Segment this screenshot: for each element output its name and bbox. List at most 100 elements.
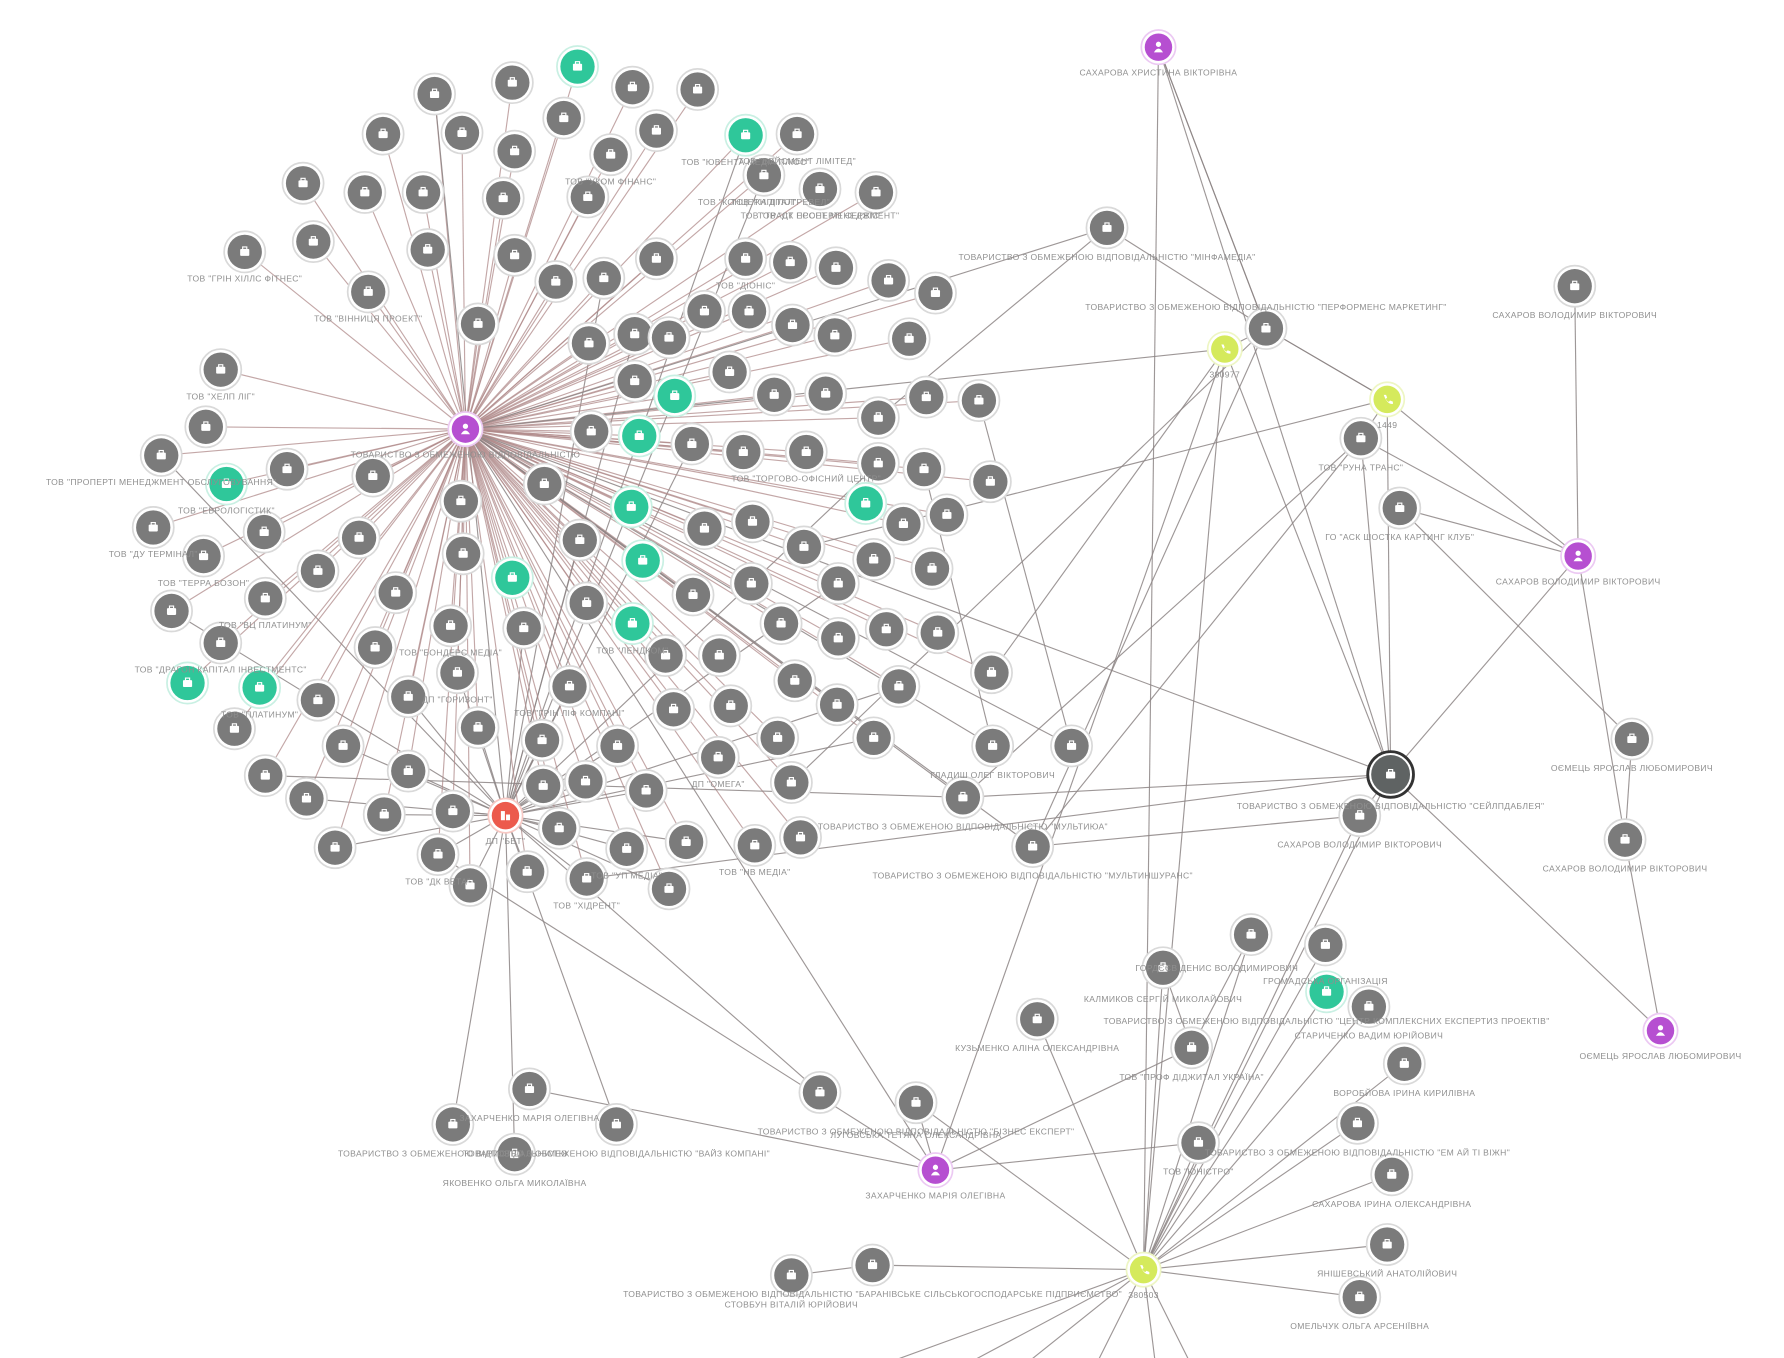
- company-node[interactable]: [647, 867, 691, 911]
- focus-node-hubD[interactable]: [1366, 750, 1415, 799]
- company-node-c25[interactable]: [851, 1243, 895, 1287]
- company-node-c9[interactable]: [1011, 825, 1055, 868]
- company-node[interactable]: [431, 789, 475, 833]
- company-node[interactable]: [664, 820, 708, 864]
- company-node[interactable]: [556, 45, 599, 89]
- person-node-p4[interactable]: [917, 1152, 954, 1189]
- company-node[interactable]: [798, 167, 842, 211]
- phone-node-y1[interactable]: [1206, 331, 1243, 368]
- company-node[interactable]: [386, 675, 430, 719]
- company-node[interactable]: [779, 815, 822, 859]
- company-node[interactable]: [166, 661, 209, 705]
- company-node[interactable]: [296, 549, 340, 593]
- company-node-c7[interactable]: [1610, 717, 1654, 761]
- company-node[interactable]: [864, 607, 908, 651]
- company-node[interactable]: [605, 827, 649, 871]
- company-node[interactable]: [904, 375, 948, 419]
- company-node[interactable]: [652, 687, 696, 731]
- company-node[interactable]: [815, 683, 859, 727]
- company-node[interactable]: [729, 562, 773, 605]
- company-node[interactable]: [582, 256, 626, 300]
- company-node[interactable]: [852, 716, 896, 760]
- company-node[interactable]: [542, 96, 586, 140]
- company-node[interactable]: [351, 454, 395, 498]
- company-node[interactable]: [374, 571, 418, 615]
- company-node[interactable]: [456, 706, 500, 750]
- company-node[interactable]: [429, 604, 473, 648]
- company-node[interactable]: [346, 270, 390, 314]
- company-node[interactable]: [925, 493, 969, 537]
- company-node[interactable]: [337, 516, 381, 560]
- company-node[interactable]: [353, 626, 397, 669]
- company-node[interactable]: [683, 289, 726, 333]
- company-node-c2[interactable]: [1244, 307, 1288, 350]
- company-node[interactable]: [816, 616, 860, 660]
- company-node[interactable]: [435, 651, 479, 695]
- company-node[interactable]: [970, 651, 1013, 695]
- company-node[interactable]: [566, 175, 610, 219]
- company-node[interactable]: [567, 321, 611, 365]
- company-node-c20[interactable]: [1335, 1101, 1379, 1145]
- company-node[interactable]: [212, 707, 256, 751]
- company-node[interactable]: [671, 573, 715, 617]
- company-node[interactable]: [439, 479, 483, 523]
- company-node[interactable]: [724, 237, 768, 281]
- company-node[interactable]: [481, 176, 525, 220]
- company-node[interactable]: [569, 409, 613, 453]
- company-node[interactable]: [362, 793, 406, 836]
- company-node[interactable]: [613, 312, 657, 356]
- company-node[interactable]: [731, 500, 774, 544]
- company-node[interactable]: [285, 777, 328, 820]
- company-node[interactable]: [647, 316, 691, 360]
- company-node[interactable]: [624, 769, 668, 812]
- company-node[interactable]: [243, 576, 287, 620]
- company-node-c14[interactable]: [1229, 913, 1273, 957]
- company-node-c12[interactable]: [971, 724, 1015, 768]
- company-node[interactable]: [881, 502, 925, 546]
- company-node[interactable]: [856, 396, 900, 440]
- company-node[interactable]: [521, 764, 565, 808]
- company-node-c28[interactable]: [798, 1070, 842, 1114]
- company-node[interactable]: [782, 525, 826, 569]
- company-node[interactable]: [968, 460, 1012, 504]
- company-node[interactable]: [291, 220, 335, 264]
- company-node-c6[interactable]: [1338, 794, 1382, 838]
- company-node[interactable]: [887, 317, 931, 361]
- company-node[interactable]: [769, 761, 813, 804]
- company-node[interactable]: [634, 237, 678, 281]
- company-node[interactable]: [854, 170, 898, 214]
- company-node[interactable]: [752, 373, 796, 417]
- company-node[interactable]: [441, 532, 485, 576]
- company-node[interactable]: [610, 602, 654, 645]
- company-node-c15[interactable]: [1303, 923, 1347, 967]
- company-node[interactable]: [565, 857, 609, 900]
- person-node-p3[interactable]: [1642, 1012, 1679, 1049]
- address-node-hubR[interactable]: [487, 797, 524, 834]
- company-node[interactable]: [596, 724, 639, 768]
- company-node[interactable]: [727, 289, 771, 333]
- company-node[interactable]: [610, 65, 654, 109]
- company-node[interactable]: [182, 534, 226, 578]
- company-node[interactable]: [813, 313, 857, 357]
- company-node[interactable]: [773, 659, 817, 703]
- phone-node-y2[interactable]: [1369, 381, 1406, 418]
- company-node[interactable]: [537, 806, 581, 850]
- company-node[interactable]: [199, 621, 243, 665]
- company-node[interactable]: [856, 441, 900, 485]
- company-node[interactable]: [281, 161, 325, 205]
- company-node-c32[interactable]: [493, 1132, 537, 1176]
- company-node[interactable]: [724, 113, 768, 157]
- company-node[interactable]: [558, 518, 602, 562]
- company-node-c18[interactable]: [1170, 1026, 1214, 1070]
- company-node[interactable]: [223, 230, 267, 274]
- company-node[interactable]: [440, 111, 484, 155]
- company-node-c26[interactable]: [769, 1253, 813, 1297]
- company-node[interactable]: [902, 447, 946, 491]
- company-node[interactable]: [708, 350, 752, 394]
- company-node[interactable]: [816, 562, 860, 605]
- company-node[interactable]: [644, 634, 688, 677]
- company-node-c19[interactable]: [1382, 1042, 1426, 1086]
- company-node-c8[interactable]: [1603, 818, 1647, 862]
- company-node-c13[interactable]: [1141, 946, 1185, 990]
